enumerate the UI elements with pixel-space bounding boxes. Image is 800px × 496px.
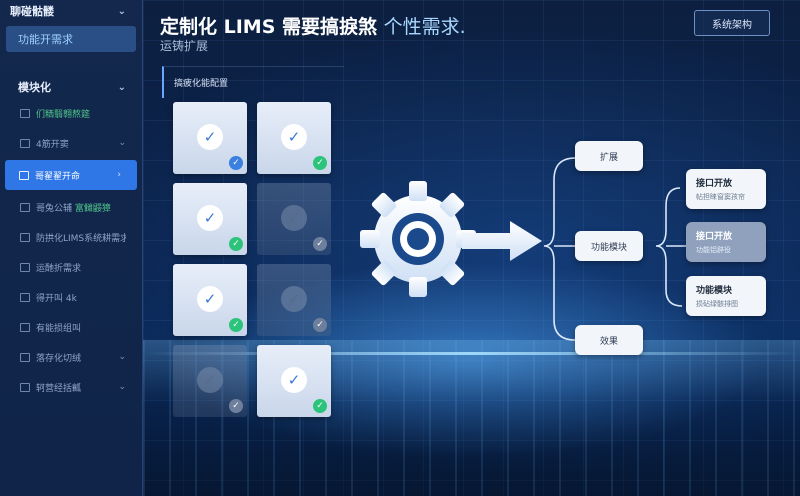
module-icon (19, 170, 29, 180)
check-icon: ✓ (281, 286, 307, 312)
chevron-down-icon[interactable]: ⌄ (117, 81, 126, 93)
page-title: 定制化 LIMS 需要搞捩煞 个性需求. (160, 12, 466, 39)
system-architecture-button[interactable]: 系统架构 (694, 10, 770, 36)
sidebar-item-label-accent: 富雠鼹獐 (74, 203, 111, 214)
sidebar-item-label: 功能开需求 (18, 33, 73, 46)
sidebar-item-label: 哥翟翟开命 (35, 171, 81, 182)
module-icon (20, 138, 30, 148)
sidebar-item[interactable]: 落存化切绒 ⌄ (0, 342, 142, 372)
sidebar-item[interactable]: 运酏折需求 (0, 252, 142, 282)
config-tile[interactable]: ✓ ✓ (173, 102, 247, 174)
page-subtitle: 运铸扩展 (160, 39, 209, 53)
sidebar-item-selected[interactable]: 哥翟翟开命 › (5, 160, 137, 190)
module-icon (20, 108, 30, 118)
tree-node-module[interactable]: 功能模块 (575, 231, 643, 261)
sidebar-item-label: 哥兔公辅 富雠鼹獐 (36, 201, 126, 214)
tree-card-subtitle: 帖担睐窗窦孩帘 (696, 193, 745, 201)
sidebar-header-label: 聊碰骷髅 (10, 5, 54, 18)
config-panel-title: 搞疲化能配置 (162, 66, 344, 98)
check-badge-icon: ✓ (313, 399, 327, 413)
sidebar-section-modules[interactable]: 模块化 ⌄ (0, 76, 142, 98)
sidebar-item-label: 防拱化LIMS系统耕需求 (36, 233, 126, 244)
chevron-down-icon[interactable]: ⌄ (117, 5, 126, 17)
config-tile-disabled[interactable]: ✓ ✓ (257, 264, 331, 336)
gear-icon (360, 181, 542, 297)
check-icon: ✓ (197, 124, 223, 150)
check-badge-icon: ✓ (229, 318, 243, 332)
sidebar-item[interactable]: 轲营经括瓤 ⌄ (0, 372, 142, 402)
sidebar-item-label: 落存化切绒 (36, 353, 82, 364)
check-icon: ✓ (197, 286, 223, 312)
sidebar-item[interactable]: 有能损组叫 (0, 312, 142, 342)
page-title-light: 个性需求. (383, 16, 466, 38)
chevron-down-icon[interactable]: ⌄ (118, 138, 126, 148)
check-icon: ✓ (281, 205, 307, 231)
circuit-floor (143, 340, 800, 496)
sidebar-item-label: 有能损组叫 (36, 323, 82, 334)
sidebar-item-label-main: 哥兔公辅 (36, 203, 73, 214)
tree-card-title: 接口开放 (696, 179, 733, 189)
tree-connector (543, 157, 686, 341)
check-badge-icon: ✓ (229, 156, 243, 170)
module-icon (20, 232, 30, 242)
sidebar-item[interactable]: 哥兔公辅 富雠鼹獐 (0, 192, 142, 222)
module-icon (20, 202, 30, 212)
sidebar-item[interactable]: 们粞翳翱熬筵 (0, 98, 142, 128)
sidebar-item[interactable]: 得开叫 4k (0, 282, 142, 312)
sidebar-item-label: 4筋开窦 (36, 139, 69, 150)
sidebar-item[interactable]: 防拱化LIMS系统耕需求 (0, 222, 142, 252)
sidebar: 聊碰骷髅 ⌄ 功能开需求 模块化 ⌄ 们粞翳翱熬筵 4筋开窦 ⌄ 哥翟翟开命 ›… (0, 0, 143, 496)
config-tile[interactable]: ✓ ✓ (173, 264, 247, 336)
chevron-down-icon[interactable]: ⌄ (118, 352, 126, 362)
check-icon: ✓ (197, 205, 223, 231)
config-tile[interactable]: ✓ ✓ (173, 183, 247, 255)
chevron-down-icon[interactable]: ⌄ (118, 382, 126, 392)
check-badge-icon: ✓ (313, 237, 327, 251)
check-icon: ✓ (281, 367, 307, 393)
module-icon (20, 382, 30, 392)
chevron-right-icon[interactable]: › (117, 170, 121, 180)
check-badge-icon: ✓ (313, 318, 327, 332)
sidebar-item[interactable]: 4筋开窦 ⌄ (0, 128, 142, 158)
tree-card-subtitle: 损砧绿骸排图 (696, 300, 738, 308)
tree-node-effect[interactable]: 效果 (575, 325, 643, 355)
tree-node-expand[interactable]: 扩展 (575, 141, 643, 171)
module-icon (20, 352, 30, 362)
check-badge-icon: ✓ (229, 237, 243, 251)
config-tile[interactable]: ✓ ✓ (257, 345, 331, 417)
sidebar-item-label: 得开叫 4k (36, 293, 77, 304)
sidebar-section-label: 模块化 (18, 81, 51, 94)
module-icon (20, 262, 30, 272)
config-tile-disabled[interactable]: ✓ ✓ (173, 345, 247, 417)
tree-card-selected[interactable]: 接口开放 功能铝辟役 (686, 222, 766, 262)
tree-card[interactable]: 接口开放 帖担睐窗窦孩帘 (686, 169, 766, 209)
sidebar-item-label: 们粞翳翱熬筵 (36, 109, 91, 120)
check-badge-icon: ✓ (229, 399, 243, 413)
check-icon: ✓ (281, 124, 307, 150)
tree-card-title: 接口开放 (696, 232, 733, 242)
config-tile[interactable]: ✓ ✓ (257, 102, 331, 174)
config-tile-disabled[interactable]: ✓ ✓ (257, 183, 331, 255)
module-icon (20, 322, 30, 332)
module-icon (20, 292, 30, 302)
sidebar-item-label: 运酏折需求 (36, 263, 82, 274)
sidebar-item-active[interactable]: 功能开需求 (6, 26, 136, 52)
check-badge-icon: ✓ (313, 156, 327, 170)
sidebar-header[interactable]: 聊碰骷髅 ⌄ (0, 0, 142, 22)
sidebar-item-label: 轲营经括瓤 (36, 383, 82, 394)
tree-card-subtitle: 功能铝辟役 (696, 246, 731, 254)
horizon-glow (143, 352, 800, 355)
page-title-main: 定制化 LIMS 需要搞捩煞 (160, 16, 377, 38)
check-icon: ✓ (197, 367, 223, 393)
tree-card[interactable]: 功能模块 损砧绿骸排图 (686, 276, 766, 316)
tree-card-title: 功能模块 (696, 286, 733, 296)
